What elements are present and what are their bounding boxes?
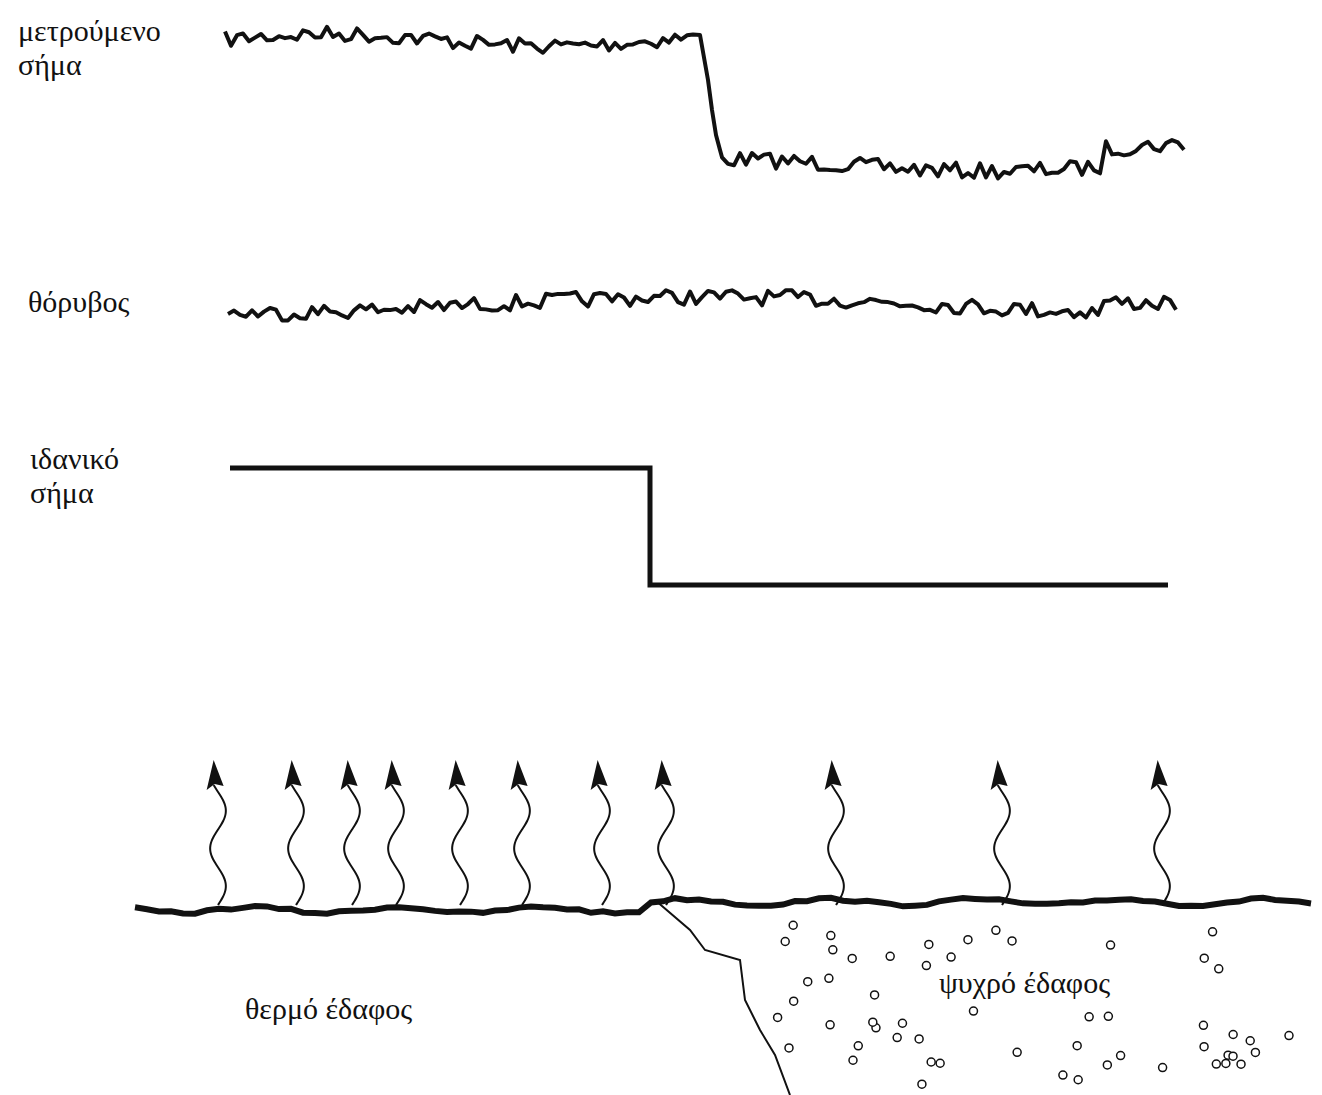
ideal-signal — [230, 468, 1168, 585]
ground-surface — [135, 898, 1311, 914]
region-label: ψυχρό έδαφος — [935, 966, 1203, 1000]
signal-label: ιδανικό σήμα — [30, 442, 170, 510]
cold-soil-texture — [774, 921, 1293, 1088]
signal-label: μετρούμενο σήμα — [18, 14, 193, 82]
measured-signal — [225, 27, 1184, 179]
signal-label: θόρυβος — [28, 285, 208, 319]
radiation-arrows — [207, 760, 1170, 905]
noise-signal — [228, 290, 1176, 320]
region-label: θερμό έδαφος — [245, 992, 505, 1026]
soil-boundary — [655, 900, 790, 1095]
